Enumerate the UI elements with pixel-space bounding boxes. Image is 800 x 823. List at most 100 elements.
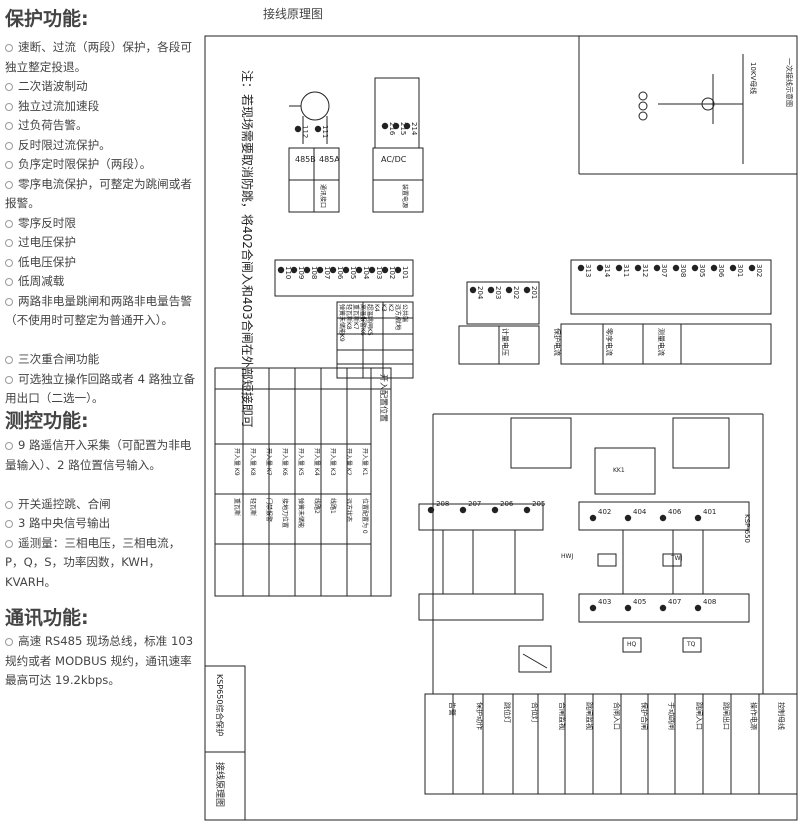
diagram-label: 开入量 K8 — [249, 448, 256, 476]
diagram-label: 重瓦斯K7 — [352, 304, 360, 330]
terminal-dot — [615, 264, 623, 272]
item-text: 零序反时限 — [18, 215, 76, 230]
diagram-label: 402 — [598, 508, 611, 516]
diagram-label: TWJ — [670, 555, 683, 562]
diagram-label: 线路1 — [329, 498, 337, 514]
diagram-label: HWJ — [561, 553, 573, 560]
protection-heading: 保护功能: — [5, 8, 89, 30]
terminal-dot — [342, 266, 350, 274]
bottom-label: KSP650综合保护 — [215, 674, 225, 736]
diagram-label: 开入量 K2 — [345, 448, 352, 476]
diagram-label: 107 — [323, 266, 331, 279]
diagram-label: 跳闸入口 — [695, 702, 704, 730]
terminal-dot — [294, 125, 302, 133]
diagram-label: 111 — [321, 125, 329, 138]
item-text: 反时限过流保护。 — [18, 137, 111, 152]
bullet-icon — [5, 258, 13, 267]
terminal-dot — [710, 264, 718, 272]
terminal-dot — [589, 604, 597, 612]
protection-item: 可选独立操作回路或者 4 路独立备用出口（二选一）。 — [5, 370, 197, 409]
item-text: 零序电流保护，可整定为跳闸或者报警。 — [5, 176, 192, 211]
diagram-label: 208 — [436, 500, 449, 508]
terminal-dot — [748, 264, 756, 272]
diagram-label: 110 — [284, 266, 292, 279]
diagram-label: 跳位灯 — [503, 702, 512, 723]
item-text: 遥测量：三相电压，三相电流，P，Q，S，功率因数，KWH，KVARH。 — [5, 535, 181, 589]
diagram-label: 零序电流 — [605, 328, 614, 356]
diagram-label: 轻瓦斯K8 — [345, 304, 353, 330]
protection-item: 二次谐波制动 — [5, 77, 197, 97]
diagram-label: 101 — [401, 266, 409, 279]
measure-item: 3 路中央信号输出 — [5, 514, 197, 534]
bullet-icon — [5, 297, 13, 306]
diagram-label: 485B — [295, 155, 316, 164]
diagram-label: 485A — [319, 155, 340, 164]
terminal-dot — [691, 264, 699, 272]
diagram-label: 高温报警K6 — [359, 304, 367, 336]
diagram-title: 接线原理图 — [263, 7, 324, 21]
item-text: 可选独立操作回路或者 4 路独立备用出口（二选一）。 — [5, 371, 196, 406]
terminal-dot — [394, 266, 402, 274]
bullet-icon — [5, 219, 13, 228]
diagram-label: 超温跳闸K5 — [366, 304, 374, 336]
diagram-label: 测量电流 — [657, 328, 666, 356]
protection-item: 负序定时限保护（两段）。 — [5, 155, 197, 175]
terminal-dot — [624, 514, 632, 522]
bottom-label-box — [204, 665, 246, 821]
terminal-dot — [729, 264, 737, 272]
measure-heading: 测控功能: — [5, 410, 89, 432]
diagram-label: 远方/就地 — [394, 304, 402, 330]
diagram-label: 404 — [633, 508, 647, 516]
bullet-icon — [5, 356, 13, 364]
terminal-dot — [381, 122, 389, 130]
terminal-dot — [469, 286, 477, 294]
bullet-icon — [5, 180, 13, 189]
diagram-label: 215 — [399, 122, 407, 135]
protection-item: 零序反时限 — [5, 214, 197, 234]
item-text: 低电压保护 — [18, 254, 76, 269]
diagram-label: 313 — [584, 264, 592, 277]
diagram-label: 通讯接口 — [319, 184, 327, 208]
diagram-label: 112 — [301, 125, 309, 138]
diagram-label: 弹簧未储能K9 — [338, 304, 346, 342]
bus-label: 一次接线示意图 — [785, 58, 794, 107]
diagram-label: 406 — [668, 508, 682, 516]
diagram-label: 接地刀位置 — [281, 498, 289, 528]
diagram-label: 405 — [633, 598, 646, 606]
diagram-label: 203 — [494, 286, 502, 299]
terminal-dot — [427, 506, 435, 514]
bullet-icon — [5, 83, 13, 91]
terminal-dot — [392, 122, 400, 130]
protection-item: 两路非电量跳闸和两路非电量告警（不使用时可整定为普通开入）。 — [5, 292, 197, 331]
terminal-dot — [523, 286, 531, 294]
diagram-label: 告警 — [448, 702, 457, 716]
diagram-label: 位置配置为 0 — [361, 498, 369, 534]
diagram-label: 合闸监视 — [558, 702, 567, 730]
terminal-dot — [659, 514, 667, 522]
bullet-icon — [5, 442, 13, 450]
bullet-icon — [5, 500, 13, 509]
diagram-label: 开入量 K4 — [313, 448, 320, 476]
diagram-label: 201 — [530, 286, 538, 299]
diagram-label: 远方状态 — [345, 498, 353, 522]
diagram-label: 计量电压 — [501, 328, 510, 356]
terminal-dot — [672, 264, 680, 272]
item-text: 开关遥控跳、合闸 — [18, 496, 111, 511]
bullet-icon — [5, 161, 13, 169]
terminal-dot — [659, 604, 667, 612]
terminal-dot — [303, 266, 311, 274]
terminal-dot — [653, 264, 661, 272]
diagram-label: 403 — [598, 598, 611, 606]
comm-heading: 通讯功能: — [5, 607, 89, 629]
diagram-label: AC/DC — [381, 155, 407, 164]
diagram-label: 开入量 K7 — [265, 448, 272, 476]
diagram-label: 103 — [375, 266, 383, 279]
diagram-label: 开入量 K1 — [361, 448, 368, 476]
di-table-header: 开入配置位置 — [379, 374, 389, 422]
measure-item: 遥测量：三相电压，三相电流，P，Q，S，功率因数，KWH，KVARH。 — [5, 534, 197, 593]
item-text: 过电压保护 — [18, 235, 76, 249]
item-text: 负序定时限保护（两段）。 — [18, 157, 152, 171]
bullet-icon — [5, 539, 13, 548]
diagram-label: K3 — [380, 304, 387, 312]
diagram-label: 311 — [622, 264, 630, 277]
